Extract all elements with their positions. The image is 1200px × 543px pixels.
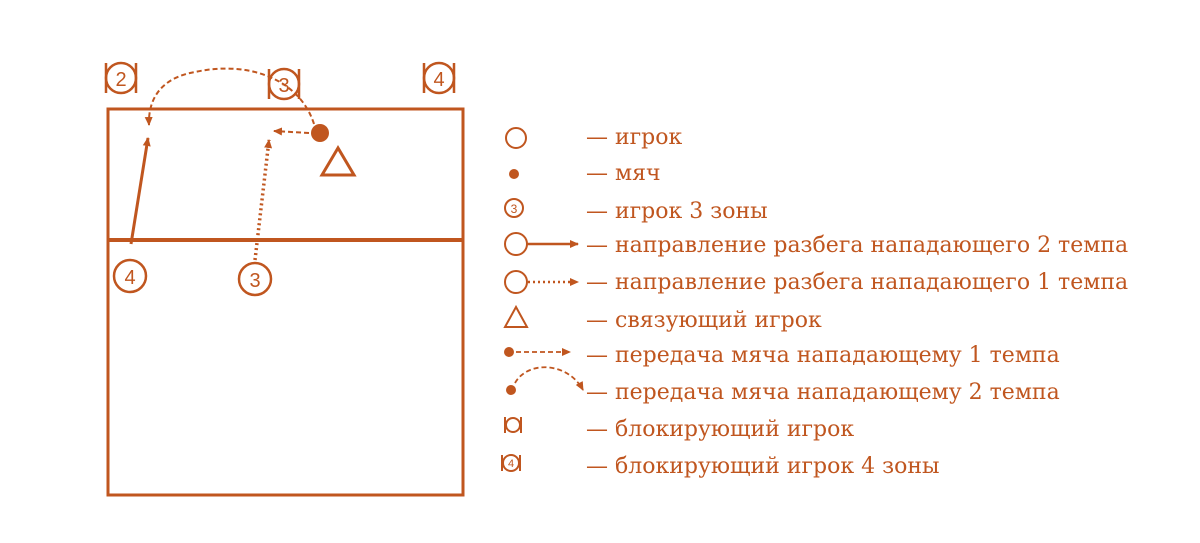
legend-text-player-zone-3: — игрок 3 зоны — [586, 199, 768, 224]
blocker-zone-icon: 4 — [501, 454, 521, 472]
blocker-zone-3-icon: 3 — [267, 67, 301, 101]
blocker-3-label: 3 — [278, 75, 289, 97]
pass-2-tempo — [144, 67, 315, 126]
legend-text-player: — игрок — [586, 125, 683, 150]
blocker-zone-2-icon: 2 — [104, 61, 138, 95]
blocker-zone-4-icon: 4 — [422, 61, 456, 95]
legend-text-approach-2-tempo: — направление разбега нападающего 2 темп… — [586, 233, 1129, 258]
pass-dashed-straight-icon — [504, 347, 571, 357]
ball — [311, 124, 329, 142]
blocker-icon — [504, 417, 522, 433]
attacker-3-label: 3 — [249, 270, 260, 292]
setter-triangle — [319, 145, 357, 177]
player-circle-icon — [505, 127, 527, 149]
pass-dashed-arc-icon — [506, 366, 584, 395]
blocker-zone-icon-label: 4 — [508, 458, 514, 470]
blocker-4-label: 4 — [433, 69, 444, 91]
approach-run-1-tempo — [253, 139, 273, 261]
approach-solid-arrow-icon — [504, 232, 579, 256]
legend-text-blocker-zone-4: — блокирующий игрок 4 зоны — [586, 454, 940, 479]
attacker-zone-3-icon: 3 — [237, 261, 273, 297]
legend-text-blocker: — блокирующий игрок — [586, 417, 855, 442]
attacker-zone-4-icon: 4 — [112, 258, 148, 294]
legend-text-setter: — связующий игрок — [586, 308, 822, 333]
approach-run-2-tempo — [129, 137, 151, 245]
attacker-4-label: 4 — [124, 267, 135, 289]
approach-dotted-arrow-icon — [504, 270, 579, 294]
player-zone-icon: 3 — [504, 198, 524, 218]
player-zone-icon-label: 3 — [511, 202, 518, 216]
ball-dot-icon — [509, 169, 519, 179]
legend-text-approach-1-tempo: — направление разбега нападающего 1 темп… — [586, 270, 1129, 295]
blocker-2-label: 2 — [115, 69, 126, 91]
setter-triangle-icon — [503, 304, 529, 328]
court-boundary — [106, 107, 465, 497]
legend-text-ball: — мяч — [586, 161, 661, 186]
pass-1-tempo — [273, 127, 310, 136]
legend-text-pass-1-tempo: — передача мяча нападающему 1 темпа — [586, 343, 1060, 368]
legend-text-pass-2-tempo: — передача мяча нападающему 2 темпа — [586, 380, 1060, 405]
